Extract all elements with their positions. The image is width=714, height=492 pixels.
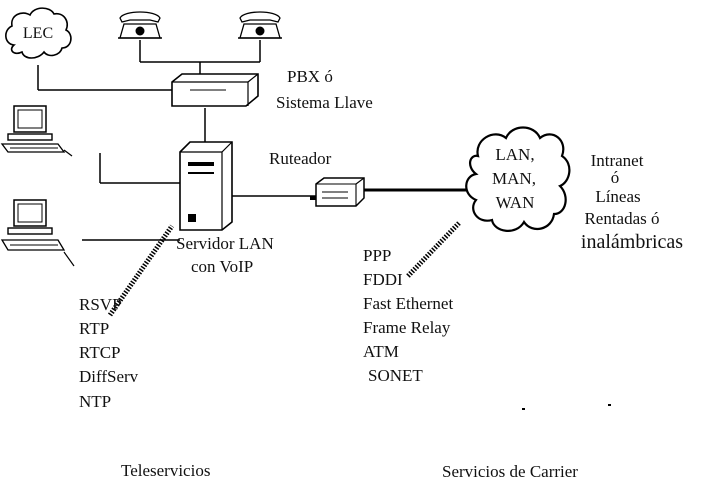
pbx-icon <box>171 73 259 107</box>
network-cloud-icon <box>465 126 571 232</box>
intranet-label-line1: Intranet <box>591 151 644 170</box>
telephone-icon <box>238 11 282 39</box>
intranet-label-line3: Líneas <box>595 187 640 206</box>
cloud-label-line2: MAN, <box>492 169 536 188</box>
carrier-protocol: ATM <box>363 342 399 361</box>
carrier-protocol: Fast Ethernet <box>363 294 453 313</box>
server-icon <box>179 141 233 231</box>
lec-label: LEC <box>23 25 53 42</box>
intranet-label-line4: Rentadas ó <box>584 209 659 228</box>
pbx-label-line1: PBX ó <box>287 67 333 86</box>
cloud-label-line1: LAN, <box>495 145 534 164</box>
server-label-line1: Servidor LAN <box>176 234 274 253</box>
telephone-icon <box>118 11 162 39</box>
stray-mark <box>608 404 611 406</box>
footer-left-caption: Teleservicios <box>121 461 210 480</box>
computer-icon <box>0 199 75 267</box>
carrier-protocol: PPP <box>363 246 391 265</box>
lec-cloud-icon: LEC <box>5 7 72 59</box>
intranet-label-line2: ó <box>611 168 620 187</box>
wireless-link-left <box>107 224 175 317</box>
tele-protocol: RSVP <box>79 295 122 314</box>
server-label-line2: con VoIP <box>191 257 253 276</box>
intranet-label-line5: inalámbricas <box>581 231 683 253</box>
tele-protocol: RTP <box>79 319 109 338</box>
tele-protocol-list: RSVP RTP RTCP DiffServ NTP <box>79 295 139 411</box>
tele-protocol: RTCP <box>79 343 121 362</box>
carrier-protocol: SONET <box>368 366 423 385</box>
router-icon <box>310 177 365 207</box>
carrier-protocol: Frame Relay <box>363 318 451 337</box>
computer-icon <box>0 105 73 157</box>
tele-protocol: DiffServ <box>79 367 139 386</box>
pbx-label-line2: Sistema Llave <box>276 93 373 112</box>
stray-mark <box>522 408 525 410</box>
cloud-label-line3: WAN <box>496 193 535 212</box>
footer-right-caption: Servicios de Carrier <box>442 462 578 481</box>
carrier-protocol: FDDI <box>363 270 403 289</box>
tele-protocol: NTP <box>79 392 111 411</box>
carrier-protocol-list: PPP FDDI Fast Ethernet Frame Relay ATM S… <box>363 246 453 385</box>
connection-lines <box>37 40 468 241</box>
router-label: Ruteador <box>269 149 332 168</box>
wireless-link-right <box>406 220 462 278</box>
